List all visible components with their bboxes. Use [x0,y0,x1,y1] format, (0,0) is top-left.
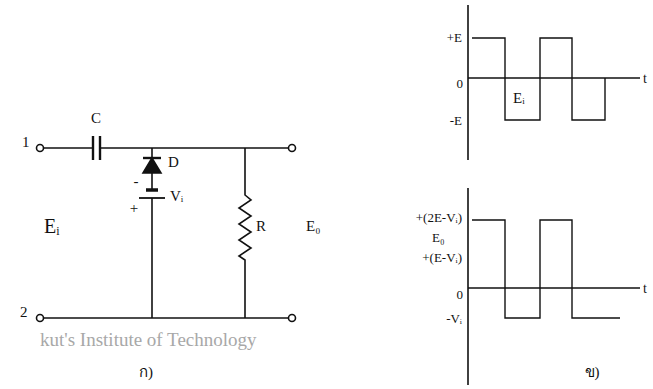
level-label: 0 [457,288,464,302]
diode-symbol [143,158,161,173]
figure-tag: ก) [139,364,153,381]
wire [44,317,289,319]
graph-signal-name: Eᵢ [513,90,525,107]
output-signal-name: E₀ [306,218,320,235]
watermark: kut's Institute of Technology [40,330,257,351]
capacitor-label: C [91,110,101,127]
axis [468,287,640,289]
input-terminal [37,315,44,322]
level-label: +E [447,31,462,45]
battery-plate [146,188,158,192]
axis [468,77,640,79]
terminal-number: 1 [22,134,30,151]
level-label: -Vᵢ [446,312,462,326]
wire [151,173,153,190]
input-signal-name: Eᵢ [44,215,60,237]
polarity-sign: - [134,173,139,190]
input-terminal [37,145,44,152]
diode-label: D [168,154,179,171]
resistor-symbol [239,148,251,318]
terminal-number: 2 [20,304,28,321]
input-waveform [472,38,605,120]
figure-tag: ข) [585,364,600,381]
polarity-sign: + [130,200,138,217]
output-terminal [289,145,296,152]
axis [467,188,469,385]
wire [44,147,94,149]
axis-label: t [643,281,647,296]
output-terminal [289,315,296,322]
resistor-label: R [256,218,266,235]
level-label: -E [450,114,462,128]
level-label: +(E-Vᵢ) [422,251,462,265]
capacitor-plate [92,136,94,160]
axis [467,5,469,160]
graph-signal-name: E₀ [432,231,444,245]
battery-label: Vᵢ [170,188,183,205]
level-label: 0 [457,77,464,91]
axis-label: t [643,71,647,86]
wire [151,198,153,318]
output-waveform [472,220,620,318]
wire [100,147,289,149]
level-label: +(2E-Vᵢ) [416,211,462,225]
